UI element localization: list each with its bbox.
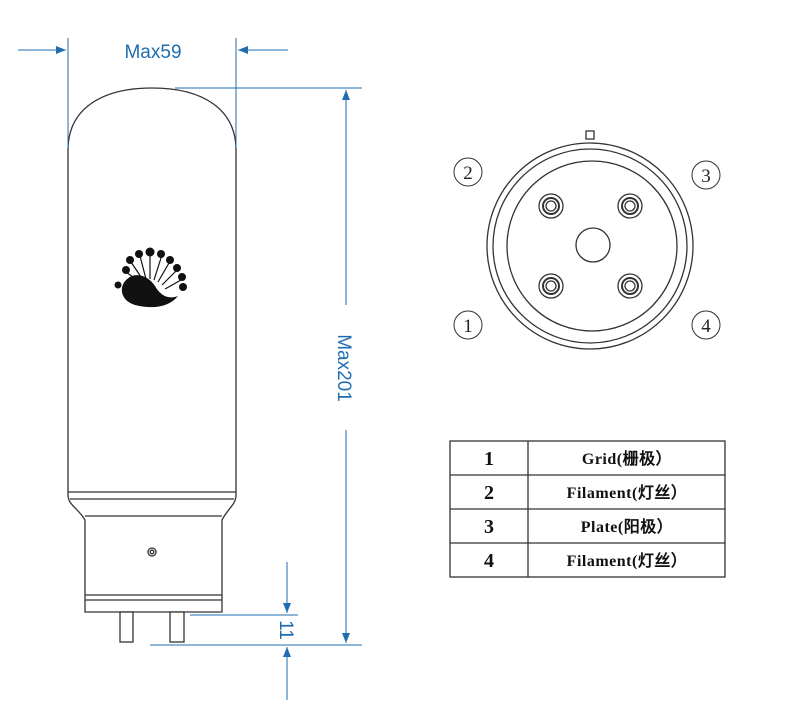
peacock-logo-icon	[114, 247, 187, 308]
tube-outline	[67, 87, 237, 613]
pin-function: Grid(栅极）	[582, 449, 672, 468]
table-row: 1 Grid(栅极）	[484, 448, 672, 470]
width-label: Max59	[124, 42, 181, 63]
height-dimension	[150, 87, 362, 646]
pin-number: 1	[484, 448, 494, 470]
pin-function: Filament(灯丝）	[567, 551, 688, 570]
socket-pin-2	[538, 193, 564, 219]
pin-label-2: 2	[463, 163, 473, 184]
pin-label-4: 4	[701, 316, 711, 337]
width-dimension	[18, 38, 288, 148]
tube-pins	[119, 611, 185, 643]
pin-function: Filament(灯丝）	[567, 483, 688, 502]
table-row: 4 Filament(灯丝）	[484, 550, 687, 572]
pin-number: 2	[484, 482, 494, 504]
height-label: Max201	[333, 334, 354, 402]
table-row: 2 Filament(灯丝）	[484, 482, 687, 504]
socket-bottom-view	[486, 130, 694, 350]
pin-label-1: 1	[463, 316, 473, 337]
socket-pin-3	[617, 193, 643, 219]
pin-length-label: 11	[275, 620, 296, 640]
socket-pin-1	[538, 273, 564, 299]
socket-pin-labels	[453, 157, 721, 340]
pin-function: Plate(阳极）	[581, 517, 673, 536]
pin-number: 4	[484, 550, 494, 572]
pin-table	[449, 440, 726, 578]
pin-label-3: 3	[701, 166, 711, 187]
socket-pin-4	[617, 273, 643, 299]
table-row: 3 Plate(阳极）	[484, 516, 673, 538]
pin-number: 3	[484, 516, 494, 538]
